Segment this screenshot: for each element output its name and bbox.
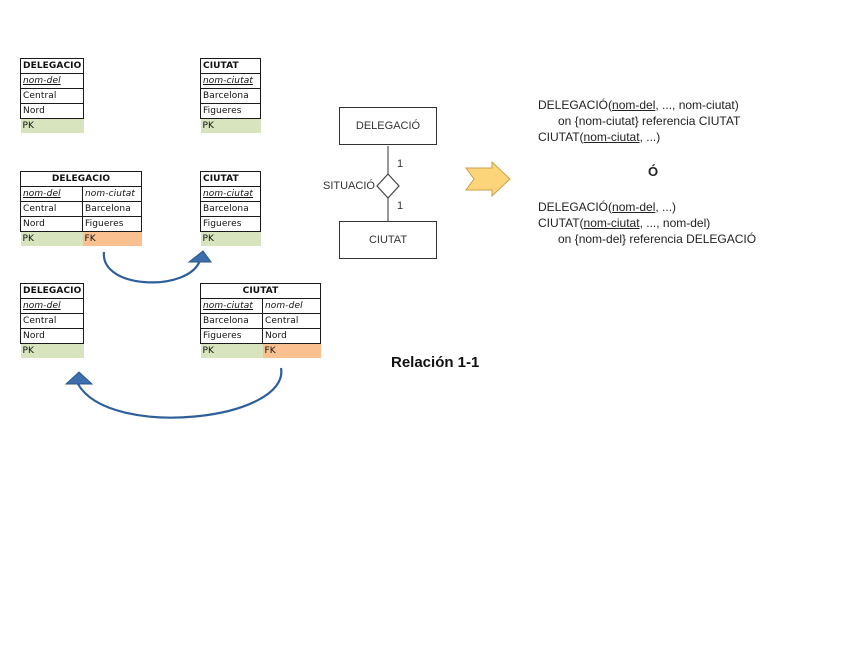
table-cell: Figueres: [200, 103, 261, 119]
table-ciutat-2: CIUTAT nom-ciutat Barcelona Figueres PK: [200, 171, 261, 246]
pk-label: PK: [20, 231, 83, 246]
table-cell: Figueres: [200, 328, 263, 344]
er-relationship-diamond: [376, 173, 400, 199]
er-cardinality: 1: [397, 158, 404, 170]
schema-text: , ...): [639, 130, 661, 144]
fk-label: FK: [262, 343, 321, 358]
schema-option-a: DELEGACIÓ(nom-del, ..., nom-ciutat) on {…: [538, 97, 740, 145]
er-entity-delegacio: DELEGACIÓ: [339, 107, 437, 145]
curved-arrow-icon: [102, 250, 212, 284]
schema-line: CIUTAT(nom-ciutat, ...): [538, 129, 740, 145]
schema-text: CIUTAT(: [538, 130, 584, 144]
schema-option-b: DELEGACIÓ(nom-del, ...) CIUTAT(nom-ciuta…: [538, 199, 756, 247]
table-delegacio-2: DELEGACIO nom-del nom-ciutat Central Bar…: [20, 171, 142, 246]
diagram-caption: Relación 1-1: [391, 354, 480, 371]
schema-key: nom-del: [612, 98, 656, 112]
table-delegacio-3: DELEGACIO nom-del Central Nord PK: [19, 283, 85, 358]
table-cell: Figueres: [82, 216, 142, 232]
er-entity-ciutat: CIUTAT: [339, 221, 437, 259]
table-delegacio-1: DELEGACIO nom-del Central Nord PK: [19, 58, 85, 133]
schema-text: , ..., nom-ciutat): [655, 98, 739, 112]
er-relationship-label: SITUACIÓ: [323, 180, 375, 192]
schema-key: nom-del: [612, 200, 656, 214]
schema-key: nom-ciutat: [583, 130, 640, 144]
schema-text: DELEGACIÓ(: [538, 200, 613, 214]
primary-key-column: nom-del: [19, 298, 85, 314]
table-cell: Nord: [19, 103, 85, 119]
schema-line: on {nom-del} referencia DELEGACIÓ: [558, 232, 757, 246]
table-cell: Nord: [262, 328, 321, 344]
pk-label: PK: [200, 118, 261, 133]
table-cell: Figueres: [200, 216, 261, 232]
schema-text: , ...): [655, 200, 677, 214]
schema-text: DELEGACIÓ(: [538, 98, 613, 112]
schema-or-separator: Ó: [648, 164, 659, 179]
schema-line: CIUTAT(nom-ciutat, ..., nom-del): [538, 215, 756, 231]
schema-line: DELEGACIÓ(nom-del, ..., nom-ciutat): [538, 97, 740, 113]
schema-text: CIUTAT(: [538, 216, 584, 230]
table-ciutat-3: CIUTAT nom-ciutat nom-del Barcelona Cent…: [200, 283, 321, 358]
schema-text: , ..., nom-del): [639, 216, 711, 230]
pk-label: PK: [20, 343, 84, 358]
table-cell: Nord: [19, 328, 85, 344]
table-ciutat-1: CIUTAT nom-ciutat Barcelona Figueres PK: [200, 58, 261, 133]
er-cardinality: 1: [397, 200, 404, 212]
curved-arrow-icon: [64, 367, 283, 419]
pk-label: PK: [200, 343, 263, 358]
schema-line: DELEGACIÓ(nom-del, ...): [538, 199, 756, 215]
block-arrow-right-icon: [465, 160, 511, 198]
pk-label: PK: [200, 231, 261, 246]
schema-line: on {nom-ciutat} referencia CIUTAT: [558, 114, 741, 128]
fk-label: FK: [82, 231, 142, 246]
schema-key: nom-ciutat: [583, 216, 640, 230]
pk-label: PK: [20, 118, 84, 133]
